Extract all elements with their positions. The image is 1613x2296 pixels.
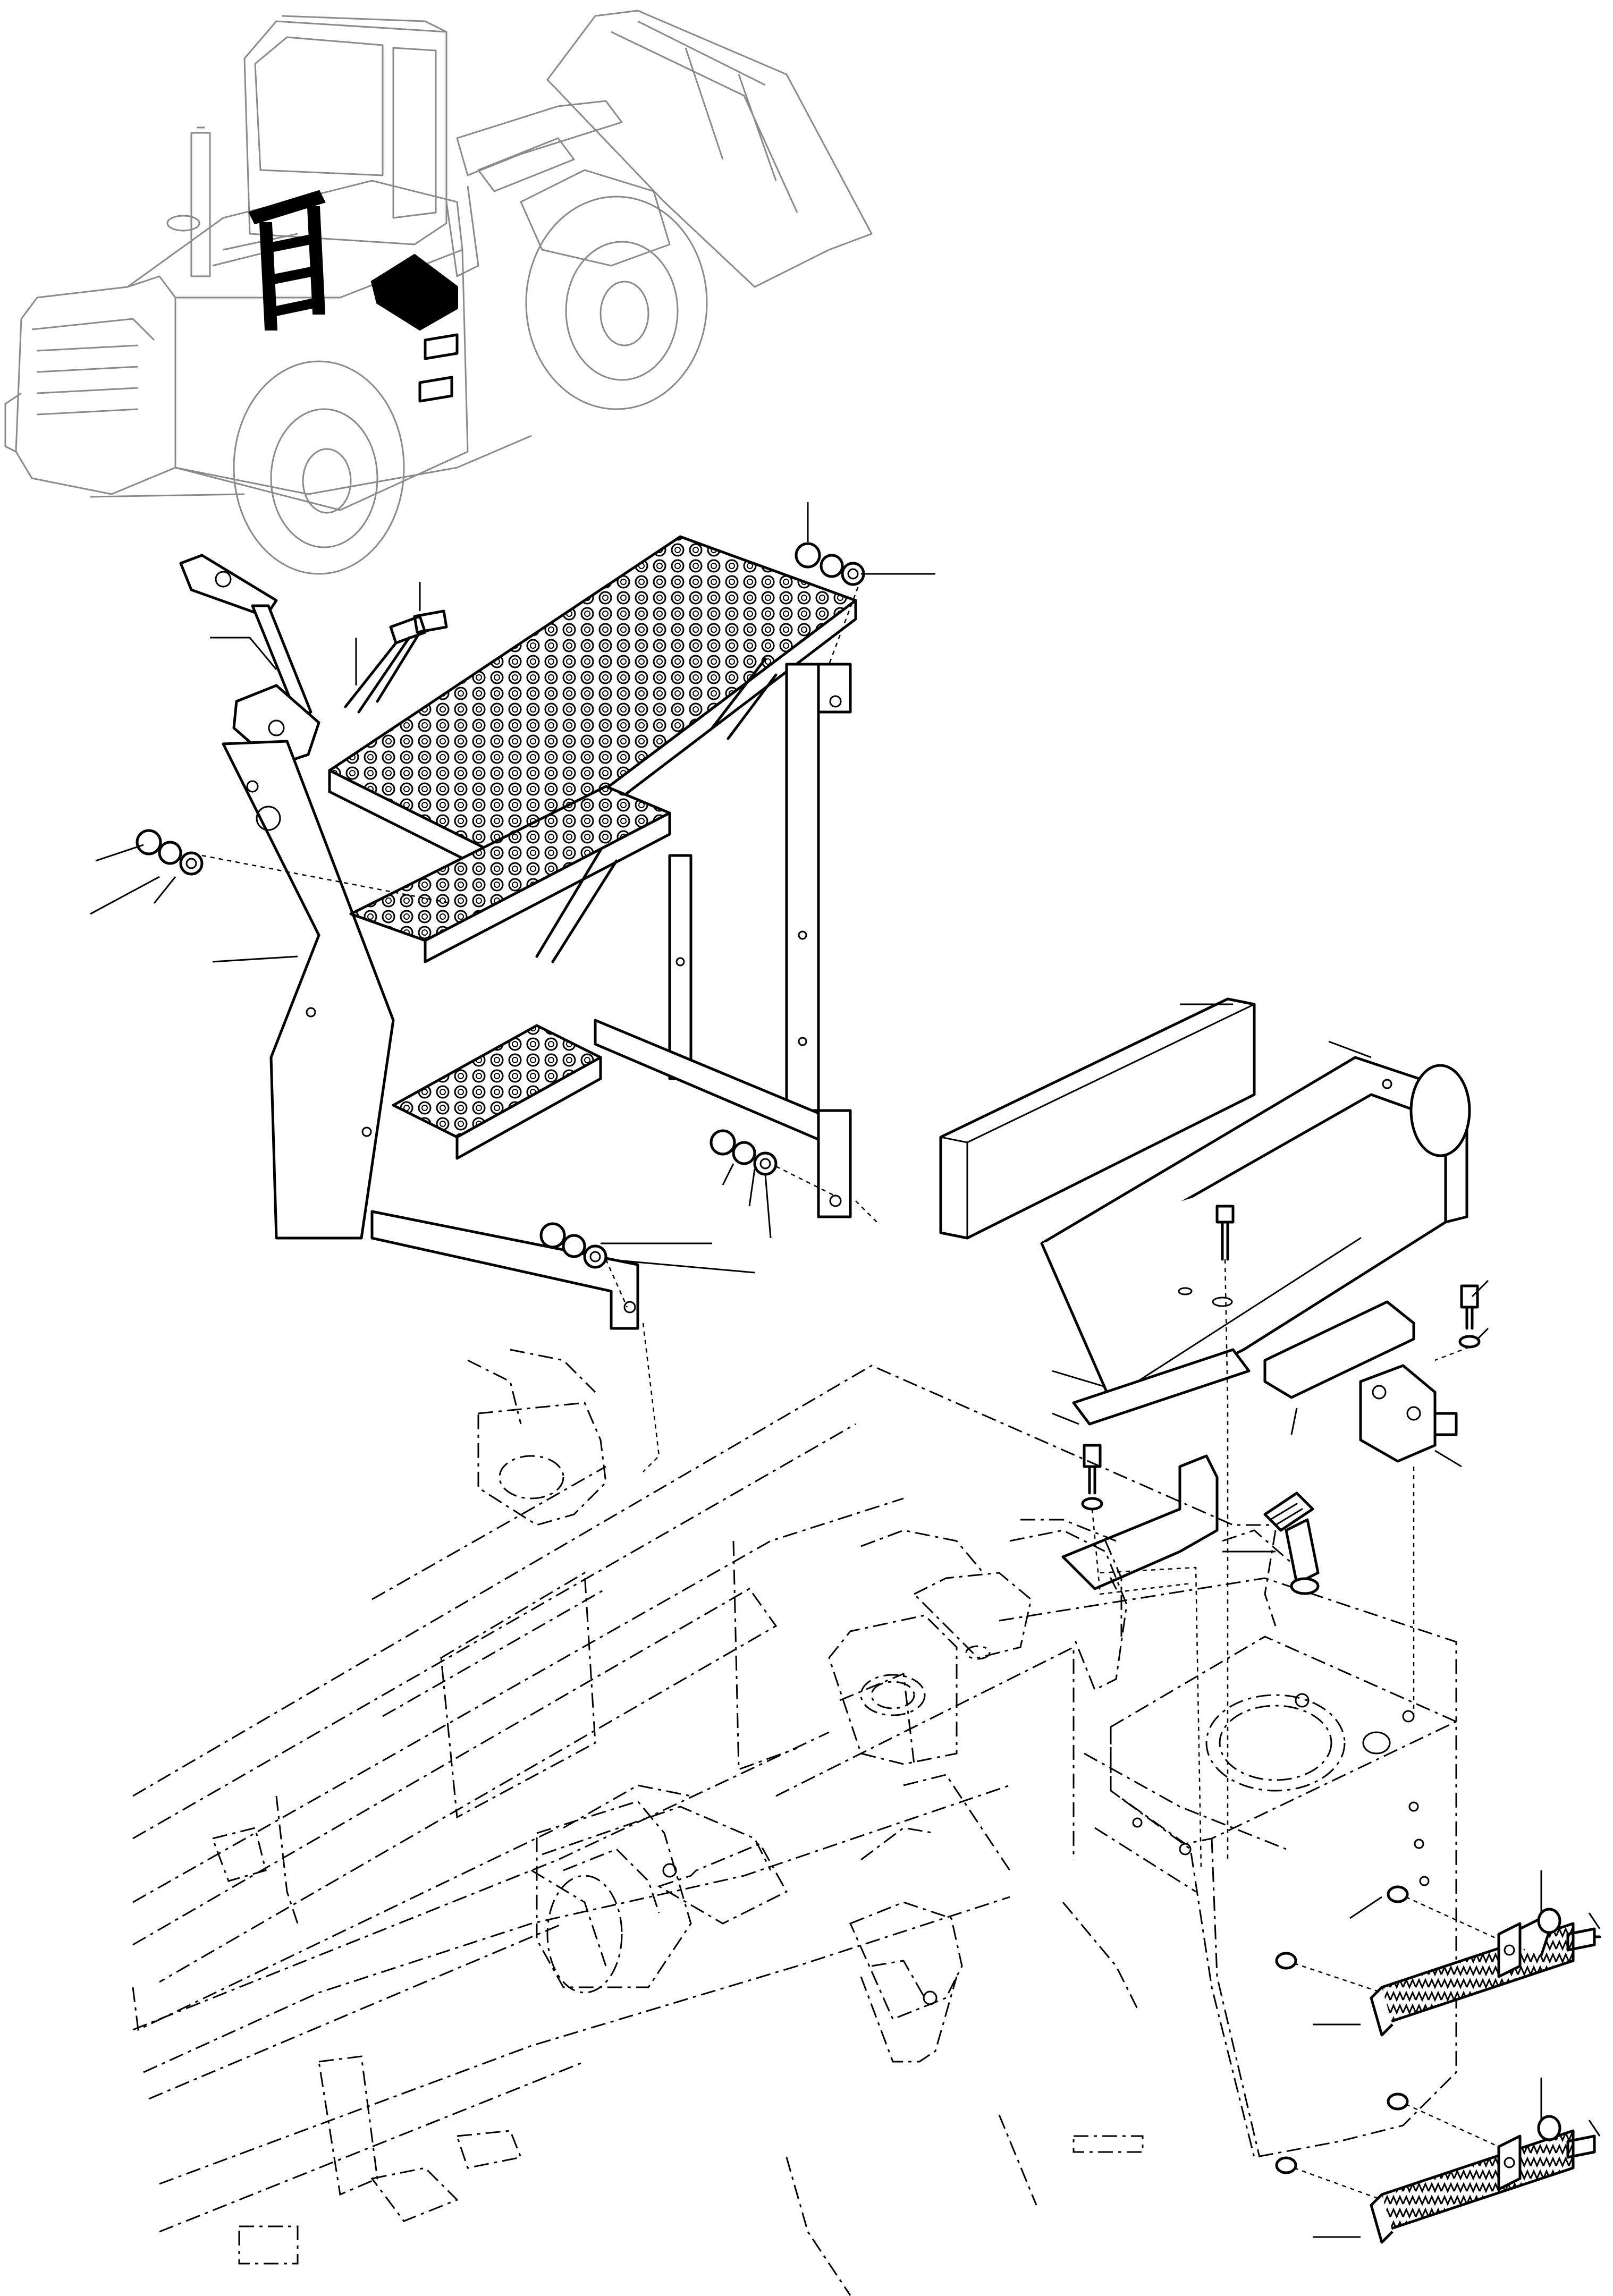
fitting [1263,1492,1320,1595]
bracket [1061,1364,1458,1590]
loader-body [4,10,873,575]
foot-step-hardware [1275,1885,1601,2201]
nut-washer-set [710,1129,778,1176]
side-plate [222,740,395,1240]
ladder-bolt [344,615,427,714]
handrail [179,554,320,767]
center-post [668,854,693,1080]
assembly-lines [201,579,1470,1871]
nut-washer-set [136,829,204,876]
machine-frame [132,1349,1307,2296]
foot-step [1370,2129,1575,2244]
ladder-assembly [136,535,865,1330]
toolbox-assembly [939,997,1481,1590]
tank [999,1492,1457,2158]
highlighted-foot-steps [418,333,459,403]
rubber-pad [1072,1300,1415,1426]
highlighted-box [370,253,458,331]
leader-lines [90,502,1601,2238]
vertical-post [785,663,852,1112]
highlighted-ladder [248,190,326,331]
middle-step [349,785,671,963]
ladder-bolt [376,609,448,703]
bottom-step [392,1024,602,1160]
toolbox-body [1040,1056,1471,1415]
nut-washer-set [539,1222,607,1269]
foot-step [1370,1917,1575,2037]
nut-washer-set [795,542,865,586]
lid-plate [939,997,1256,1240]
lower-frame [370,1019,852,1330]
loader-overview [4,10,873,575]
